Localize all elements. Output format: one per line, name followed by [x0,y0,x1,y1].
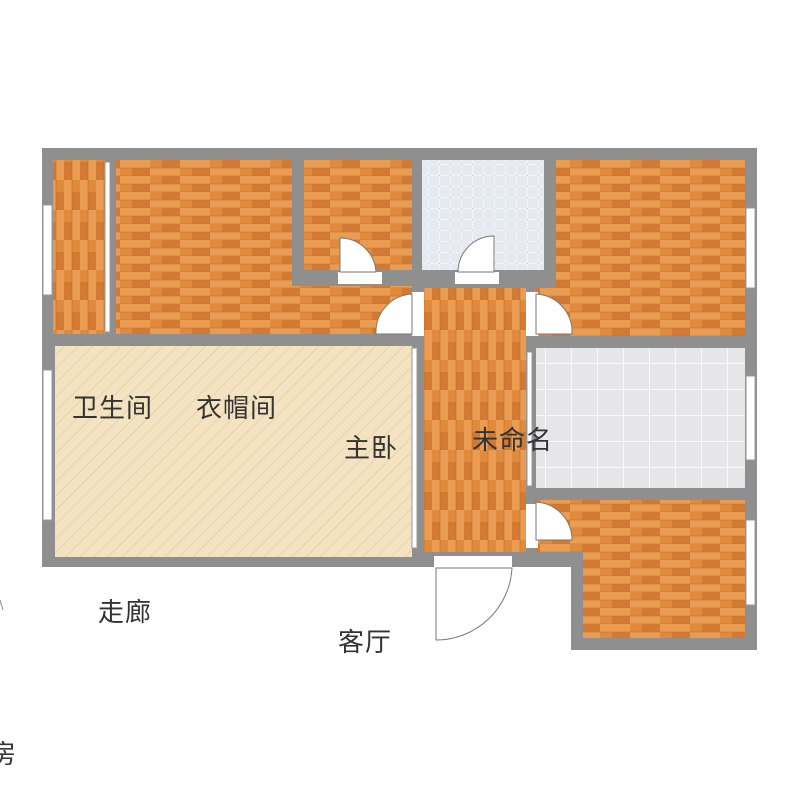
label-cloakroom: 衣帽间 [196,394,278,424]
label-corridor: 走廊 [98,598,153,628]
room-top-right [556,160,745,288]
room-hallway [424,288,526,552]
room-bottom-right-lower [583,552,745,638]
door-swing-icon [338,235,573,641]
room-tiled-right [536,348,745,488]
label-unnamed: 未命名 [472,426,554,456]
room-left-strip [53,160,105,334]
label-bathroom: 卫生间 [72,394,154,424]
room-bottom-right [536,500,745,552]
room-bathroom-beige [55,346,412,557]
window-icon [42,161,756,606]
edge-mark [0,599,4,611]
label-living-room: 客厅 [338,628,393,658]
label-partial-room: 房 [0,740,18,770]
label-master-bedroom: 主卧 [344,434,399,464]
room-top-left [116,160,292,334]
